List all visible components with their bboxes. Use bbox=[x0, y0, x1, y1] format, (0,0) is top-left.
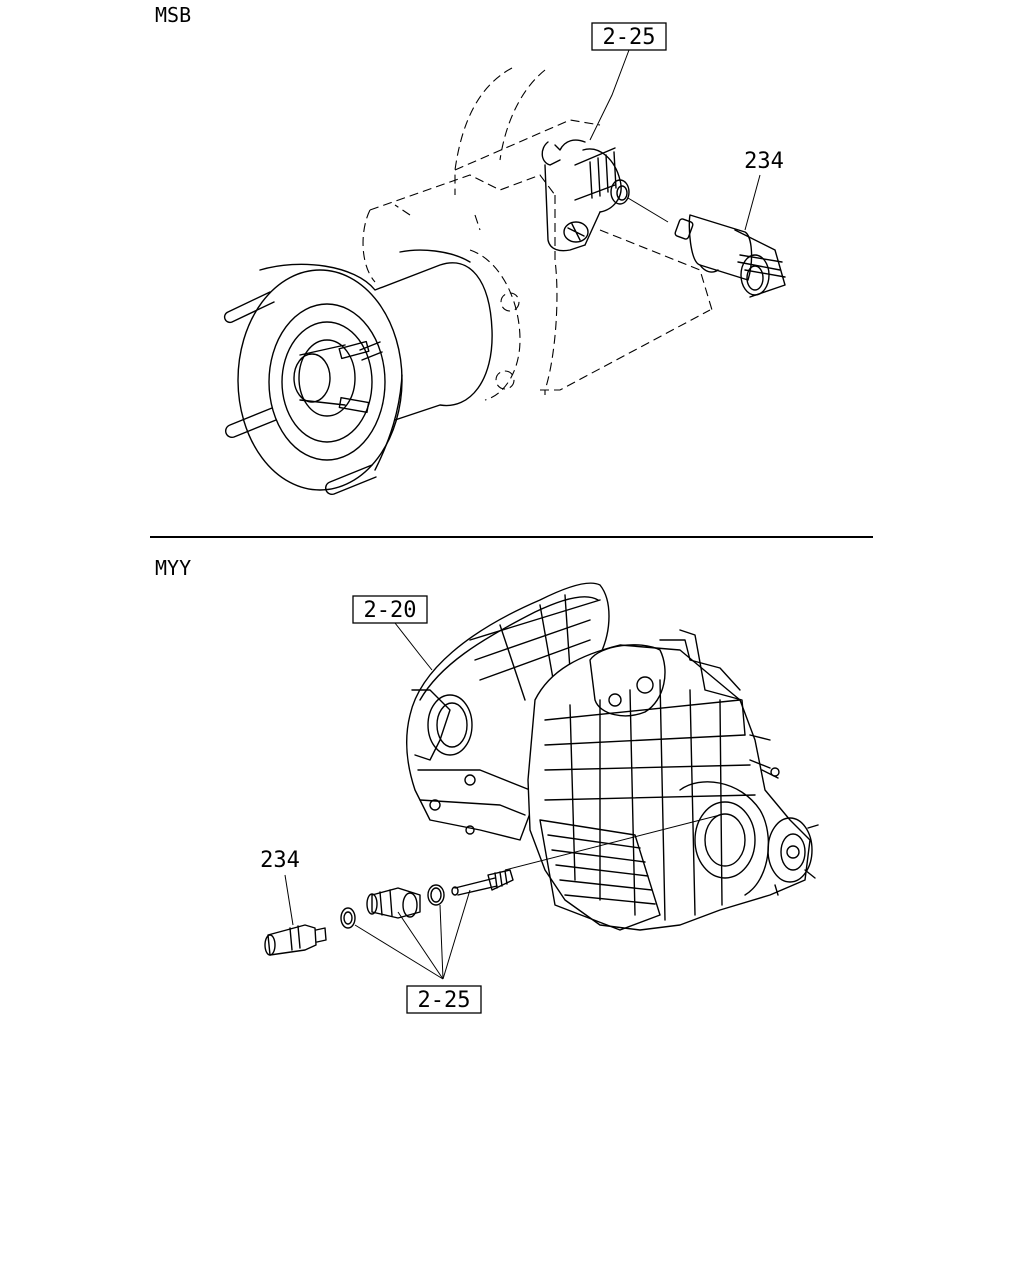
callout-234-myy[interactable]: 234 bbox=[260, 848, 300, 926]
output-flange bbox=[223, 249, 493, 496]
leader-line bbox=[744, 174, 761, 231]
callout-box bbox=[591, 22, 667, 51]
callout-label: 2-25 bbox=[418, 988, 471, 1013]
section-myy: MYY 2-20 234 2-25 bbox=[155, 556, 819, 1014]
leader-line bbox=[354, 924, 444, 980]
transmission-assembly bbox=[406, 582, 819, 931]
section-msb: MSB 2-25 234 bbox=[155, 3, 786, 496]
callout-234-msb[interactable]: 234 bbox=[744, 149, 784, 231]
speed-sensor bbox=[674, 214, 786, 298]
driven-gear-sleeve bbox=[541, 139, 669, 252]
callout-2-25-msb[interactable]: 2-25 bbox=[589, 22, 667, 141]
callout-box bbox=[352, 595, 428, 624]
callout-label: 2-20 bbox=[364, 598, 417, 623]
callout-box bbox=[406, 985, 482, 1014]
callout-2-20-myy[interactable]: 2-20 bbox=[352, 595, 433, 671]
model-code-msb: MSB bbox=[155, 3, 191, 27]
leader-line bbox=[439, 904, 444, 980]
callout-label: 234 bbox=[260, 848, 300, 873]
leader-line bbox=[442, 889, 471, 980]
leader-line bbox=[284, 874, 294, 926]
speedometer-parts bbox=[264, 814, 721, 956]
transmission-housing-phantom bbox=[362, 67, 713, 401]
callout-label: 2-25 bbox=[603, 25, 656, 50]
leader-line bbox=[397, 911, 444, 980]
leader-line bbox=[589, 49, 630, 141]
callout-label: 234 bbox=[744, 149, 784, 174]
callout-2-25-myy[interactable]: 2-25 bbox=[354, 889, 482, 1014]
model-code-myy: MYY bbox=[155, 556, 191, 580]
leader-line bbox=[394, 622, 433, 671]
